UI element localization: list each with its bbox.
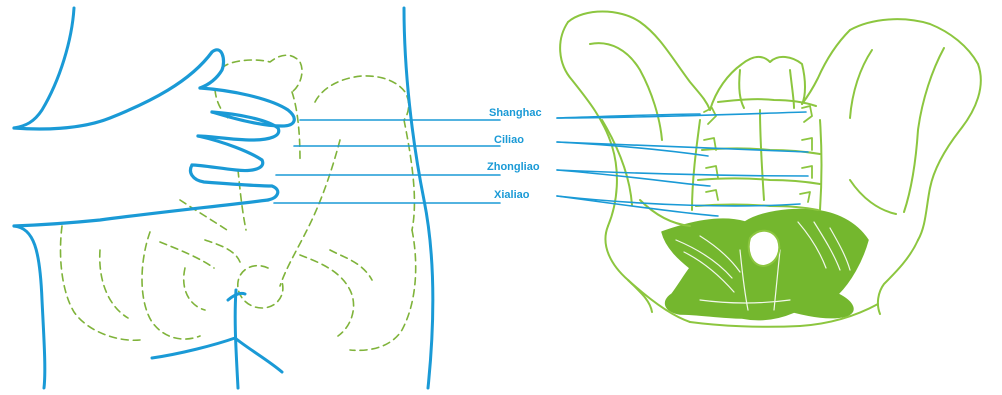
label-zhongliao: Zhongliao (487, 161, 540, 173)
label-xialiao: Xialiao (494, 189, 529, 201)
sacral-foramina (704, 106, 812, 202)
label-ciliao: Ciliao (494, 134, 524, 146)
hand-outline (14, 50, 294, 226)
pelvis-figure (560, 12, 981, 327)
coccyx-outline (749, 231, 779, 266)
connector-lines (274, 112, 808, 216)
label-shanghac: Shanghac (489, 107, 542, 119)
back-figure (14, 8, 433, 388)
